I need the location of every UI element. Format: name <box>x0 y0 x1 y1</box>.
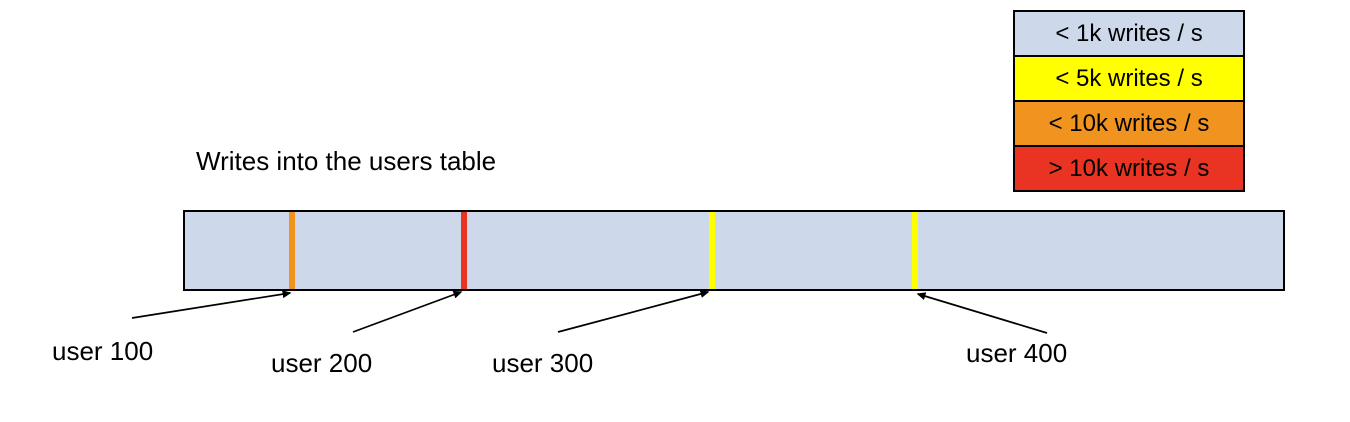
arrow-user-400 <box>916 292 1048 334</box>
write-rate-legend: < 1k writes / s < 5k writes / s < 10k wr… <box>1013 10 1245 192</box>
legend-label-lt-1k: < 1k writes / s <box>1055 19 1203 47</box>
legend-label-lt-5k: < 5k writes / s <box>1055 64 1203 92</box>
legend-label-lt-10k: < 10k writes / s <box>1048 109 1210 137</box>
callout-user-100: user 100 <box>52 336 154 366</box>
legend-row-gt-10k: > 10k writes / s <box>1013 145 1245 192</box>
arrow-user-200 <box>352 290 463 333</box>
callout-user-400: user 400 <box>966 338 1068 368</box>
callout-user-200: user 200 <box>271 348 373 378</box>
legend-row-lt-1k: < 1k writes / s <box>1013 10 1245 57</box>
arrow-user-100 <box>131 290 292 319</box>
marker-user-400 <box>912 212 918 289</box>
marker-user-100 <box>289 212 295 289</box>
marker-user-300 <box>709 212 715 289</box>
arrow-user-300 <box>557 290 710 333</box>
diagram-title: Writes into the users table <box>196 146 497 176</box>
marker-user-200 <box>461 212 467 289</box>
legend-row-lt-5k: < 5k writes / s <box>1013 55 1245 102</box>
legend-row-lt-10k: < 10k writes / s <box>1013 100 1245 147</box>
users-table-bar <box>183 210 1285 291</box>
callout-user-300: user 300 <box>492 348 594 378</box>
legend-label-gt-10k: > 10k writes / s <box>1048 154 1210 182</box>
